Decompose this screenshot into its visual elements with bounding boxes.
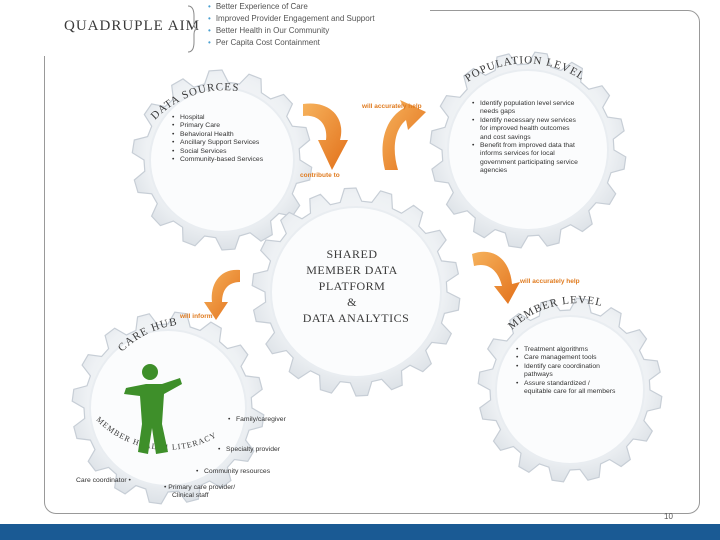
care-hub-item: Community resources <box>196 468 270 477</box>
primary-care-line: Primary care provider/ <box>168 484 236 491</box>
arrow-label-will-accurately-help: will accurately help <box>362 103 422 110</box>
list-item: Specialty provider <box>218 446 280 455</box>
page-title-overlay: QUADRUPLE AIM <box>64 18 200 34</box>
list-item: Primary Care <box>172 122 272 131</box>
list-item: Community-based Services <box>172 156 272 165</box>
list-item: Care management tools <box>516 354 616 363</box>
gear-center-face <box>270 206 442 378</box>
aim-item: Better Experience of Care <box>208 1 375 13</box>
list-item: Family/caregiver <box>228 416 286 425</box>
arrow-ds-to-center <box>303 103 348 170</box>
center-line: & <box>347 295 357 309</box>
brace-icon <box>187 5 199 53</box>
aim-item: Per Capita Cost Containment <box>208 37 375 49</box>
arrow-label-contribute-to: contribute to <box>300 172 340 179</box>
list-item: Assure standardized / equitable care for… <box>516 380 616 397</box>
population-level-list: Identify population level service needs … <box>472 100 580 176</box>
list-item: Ancillary Support Services <box>172 139 272 148</box>
aim-item: Improved Provider Engagement and Support <box>208 13 375 25</box>
care-hub-item: Family/caregiver <box>228 416 286 425</box>
arrow-label-will-accurately-help: will accurately help <box>520 278 580 285</box>
arrow-center-to-pl <box>382 100 426 170</box>
primary-care-label: • Primary care provider/ Clinical staff <box>164 484 236 499</box>
center-line: DATA ANALYTICS <box>303 311 410 325</box>
aim-item: Better Health in Our Community <box>208 25 375 37</box>
list-item: Social Services <box>172 148 272 157</box>
arrow-center-to-care-hub <box>204 269 240 320</box>
list-item: Identify necessary new services for impr… <box>472 117 580 142</box>
care-hub-item: Specialty provider <box>218 446 280 455</box>
data-sources-list: Hospital Primary Care Behavioral Health … <box>172 114 272 165</box>
list-item: Identify population level service needs … <box>472 100 580 117</box>
care-coordinator-label: Care coordinator • <box>76 477 131 484</box>
member-level-list: Treatment algorithms Care management too… <box>516 346 616 396</box>
footer-bar <box>0 524 720 540</box>
page-number: 10 <box>664 512 673 521</box>
list-item: Hospital <box>172 114 272 123</box>
list-item: Behavioral Health <box>172 131 272 140</box>
list-item: Treatment algorithms <box>516 346 616 355</box>
list-item: Benefit from improved data that informs … <box>472 142 580 176</box>
arrow-label-will-inform: will inform <box>180 313 213 320</box>
list-item: Identify care coordination pathways <box>516 363 616 380</box>
arrow-center-to-ml <box>472 251 520 304</box>
primary-care-line: Clinical staff <box>172 492 209 499</box>
center-line: SHARED <box>326 247 377 261</box>
quadruple-aim-list-overlay: Better Experience of Care Improved Provi… <box>208 1 375 49</box>
gear-care-hub-face <box>89 329 247 487</box>
center-line: MEMBER DATA <box>306 263 398 277</box>
center-line: PLATFORM <box>319 279 386 293</box>
list-item: Community resources <box>196 468 270 477</box>
person-icon <box>124 364 182 454</box>
